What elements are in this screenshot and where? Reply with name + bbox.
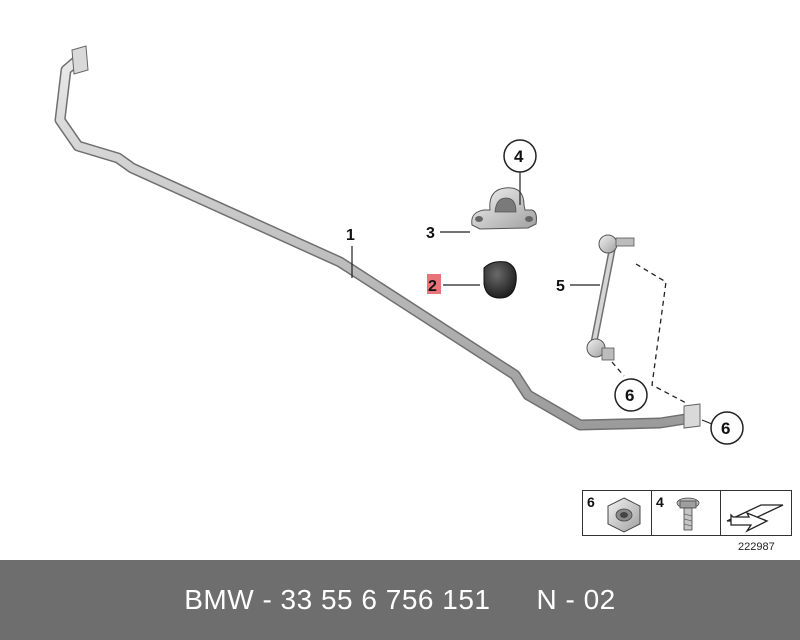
- legend-direction-cell: [720, 490, 792, 536]
- callout-label-1: 1: [346, 227, 355, 244]
- part-number-banner: BMW - 33 55 6 756 151 N - 02: [0, 560, 800, 640]
- legend-bolt-number: 4: [656, 494, 664, 510]
- callout-2: 2: [427, 274, 480, 295]
- legend-nut-number: 6: [587, 494, 595, 510]
- callout-6-nut: 6: [614, 378, 648, 412]
- callout-label-6b: 6: [721, 419, 730, 438]
- legend-nut-cell: 6: [582, 490, 652, 536]
- callout-label-5: 5: [556, 278, 565, 295]
- bracket: [471, 187, 537, 230]
- stabilizer-bar: [54, 45, 701, 431]
- callout-5: 5: [556, 278, 600, 295]
- reference-number: 222987: [738, 541, 775, 553]
- footer-note: N - 02: [536, 584, 616, 615]
- highlight-marker: [427, 274, 441, 294]
- callout-label-6a: 6: [625, 386, 634, 405]
- callout-6-nut-bar: 6: [701, 411, 744, 445]
- assembly-lines: [611, 263, 689, 405]
- bolt-icon: [676, 497, 700, 531]
- forward-direction-icon: [726, 504, 784, 533]
- part-number: BMW - 33 55 6 756 151: [184, 584, 491, 615]
- callout-label-4: 4: [514, 147, 524, 166]
- swing-support: [586, 234, 635, 361]
- callout-3: 3: [426, 225, 470, 242]
- hex-nut-icon: [607, 497, 641, 533]
- legend-bolt-cell: 4: [651, 490, 721, 536]
- rubber-mounting: [483, 261, 517, 299]
- callout-1: 1: [346, 227, 355, 278]
- callout-label-2: 2: [428, 278, 437, 295]
- hardware-legend: 6 4: [582, 490, 792, 538]
- callout-label-3: 3: [426, 225, 435, 242]
- parts-diagram: 1 3 4 2 5: [54, 45, 744, 445]
- callout-4: 4: [503, 139, 537, 205]
